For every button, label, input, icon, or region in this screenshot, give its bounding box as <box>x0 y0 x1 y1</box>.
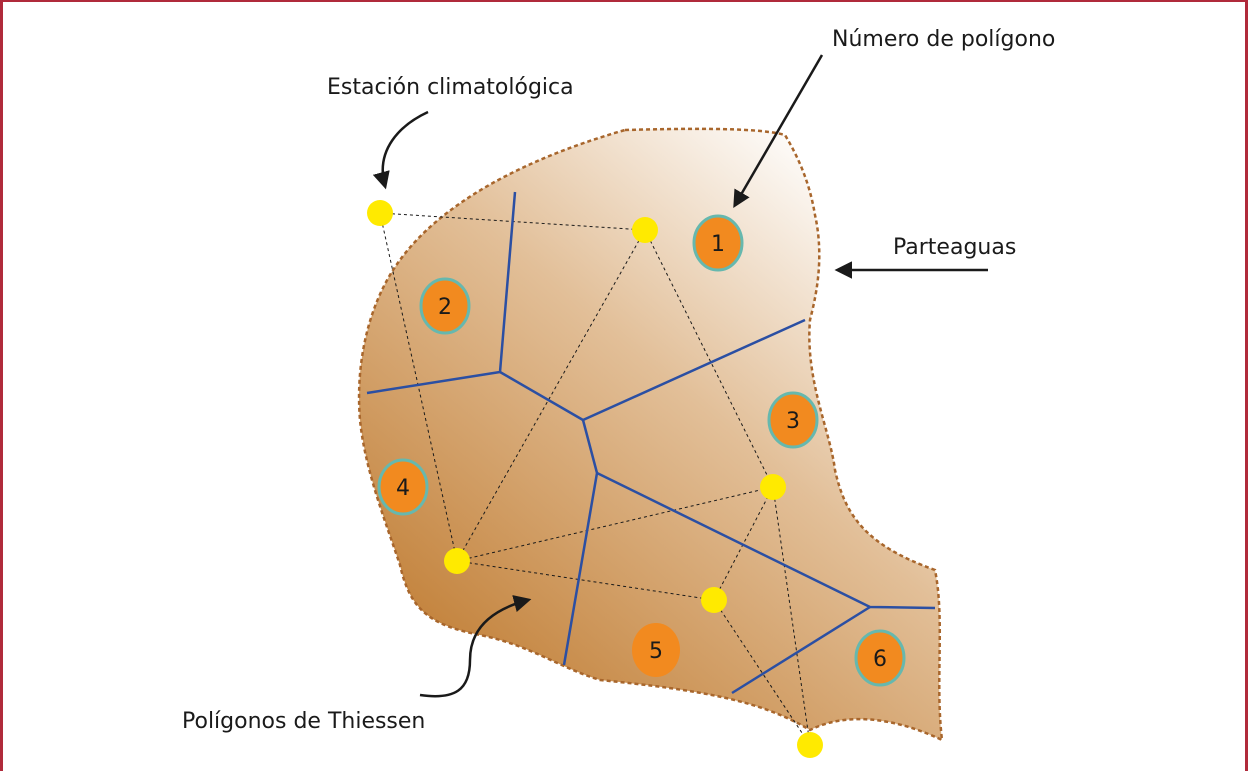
polygon-badges: 1 2 3 4 5 6 <box>377 214 906 687</box>
label-parteaguas: Parteaguas <box>893 235 1016 260</box>
connection-line <box>456 560 715 601</box>
polygon-badge-1: 1 <box>692 214 744 272</box>
callout-arrows <box>372 54 988 698</box>
station-point <box>797 732 823 758</box>
station-point <box>701 587 727 613</box>
polygon-number: 5 <box>649 639 663 664</box>
arrow-poligonos-thiessen <box>419 595 532 698</box>
polygon-number: 1 <box>711 232 725 257</box>
label-numero-poligono: Número de polígono <box>832 27 1055 52</box>
station-point <box>760 474 786 500</box>
polygon-number: 4 <box>396 476 410 501</box>
connection-line <box>456 486 774 562</box>
thiessen-boundary <box>731 605 871 695</box>
polygon-number: 3 <box>786 409 800 434</box>
polygon-badge-4: 4 <box>377 458 429 516</box>
arrow-numero-poligono <box>733 54 824 209</box>
label-poligonos-thiessen: Polígonos de Thiessen <box>182 709 425 734</box>
arrow-estacion <box>372 110 429 190</box>
label-estacion-climatologica: Estación climatológica <box>327 75 574 100</box>
connection-line <box>772 486 811 746</box>
thiessen-boundaries <box>366 191 936 695</box>
polygon-number: 6 <box>873 647 887 672</box>
station-point <box>444 548 470 574</box>
polygon-badge-5: 5 <box>632 623 680 677</box>
station-point <box>632 217 658 243</box>
watershed-area <box>357 127 944 743</box>
stations <box>367 200 823 758</box>
polygon-number: 2 <box>438 295 452 320</box>
polygon-badge-6: 6 <box>854 629 906 687</box>
connection-line <box>713 599 811 746</box>
station-point <box>367 200 393 226</box>
polygon-badge-3: 3 <box>767 391 819 449</box>
polygon-badge-2: 2 <box>419 277 471 335</box>
